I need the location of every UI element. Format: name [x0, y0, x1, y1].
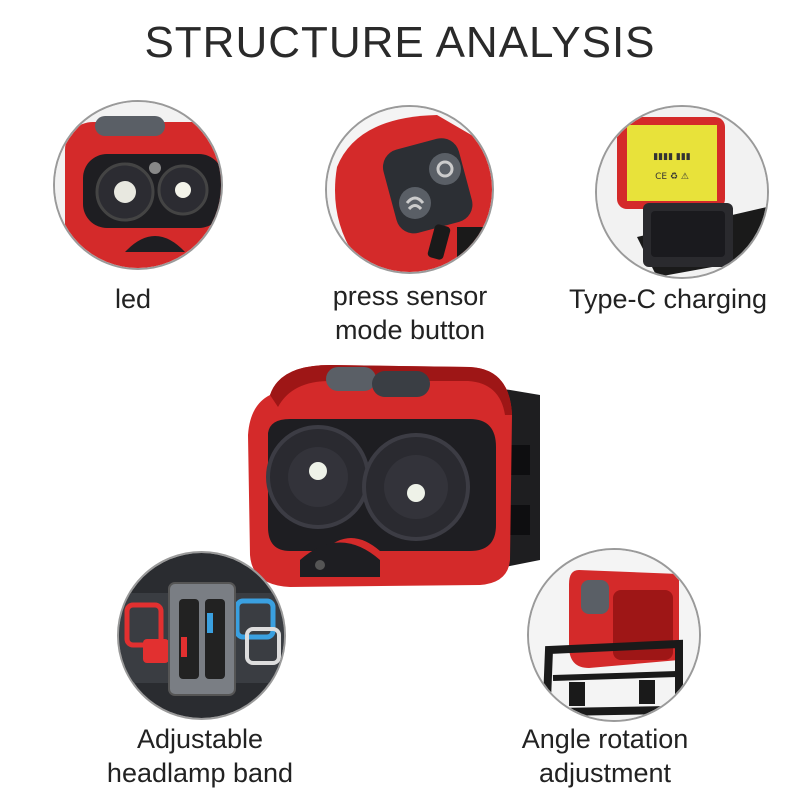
led-detail-image: [53, 100, 223, 270]
sensor-label: press sensor mode button: [332, 281, 488, 345]
led-headlamp-illustration: [55, 102, 221, 268]
charging-label: Type-C charging: [568, 284, 768, 314]
page-title: STRUCTURE ANALYSIS: [144, 18, 656, 67]
band-label: Adjustable headlamp band: [106, 724, 294, 788]
sensor-detail-image: [325, 105, 494, 274]
headlamp-illustration: [240, 355, 560, 605]
headlamp-main-image: [240, 355, 560, 605]
sensor-button-illustration: [327, 107, 492, 272]
angle-label: Angle rotation adjustment: [521, 724, 689, 788]
svg-text:CE ♻ ⚠: CE ♻ ⚠: [655, 172, 689, 182]
band-detail-image: [117, 551, 286, 720]
angle-adjustment-illustration: [529, 550, 699, 720]
led-label: led: [114, 284, 152, 314]
charging-detail-image: ▮▮▮▮ ▮▮▮ CE ♻ ⚠: [595, 105, 769, 279]
headband-illustration: [119, 553, 284, 718]
svg-text:▮▮▮▮ ▮▮▮: ▮▮▮▮ ▮▮▮: [653, 152, 691, 162]
battery-compartment-illustration: ▮▮▮▮ ▮▮▮ CE ♻ ⚠: [597, 107, 767, 277]
angle-detail-image: [527, 548, 701, 722]
